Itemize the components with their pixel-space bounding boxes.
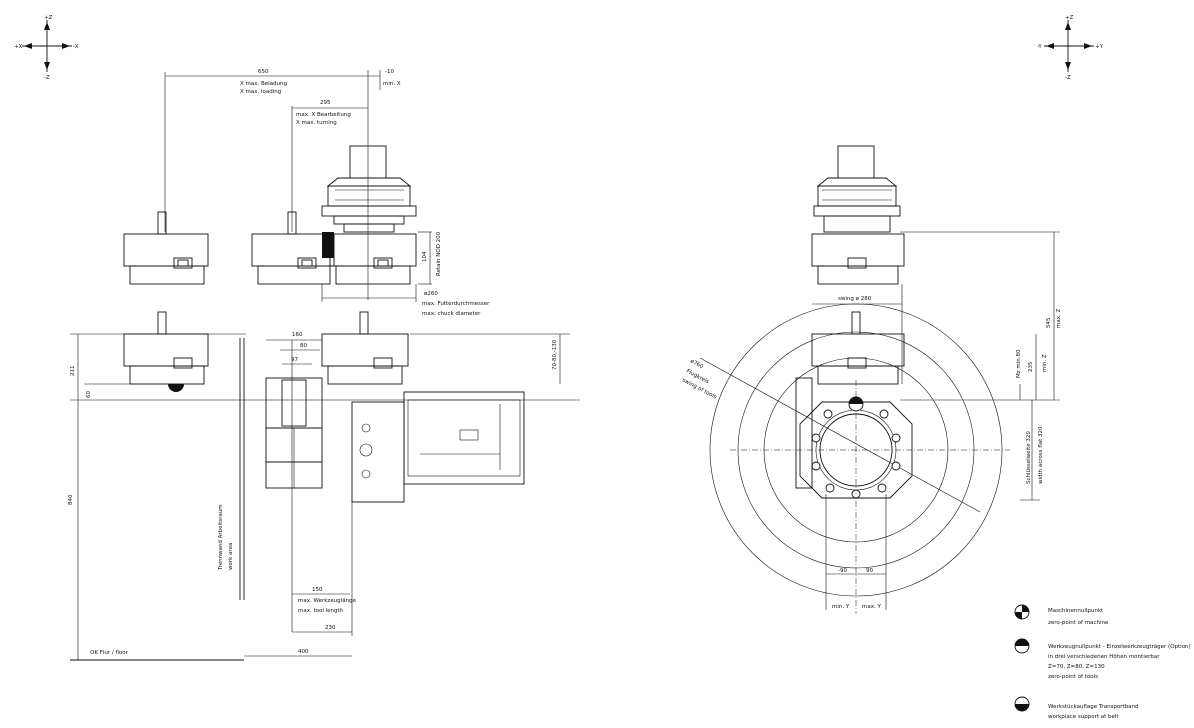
dim-97: 97 bbox=[291, 357, 298, 363]
chuck-de: max. Futterdurchmesser bbox=[422, 301, 490, 307]
tool-zero-symbol bbox=[1014, 638, 1030, 654]
axis-cross-left: +Z -Z +X -X bbox=[14, 15, 79, 81]
work-area-en: work area bbox=[228, 543, 234, 570]
tool-len-de: max. Werkzeuglänge bbox=[298, 598, 357, 604]
legend: Maschinennullpunkt zero-point of machine… bbox=[1014, 604, 1191, 720]
width-de: Schlüsselweite 320 bbox=[1026, 431, 1032, 484]
dim-400: 400 bbox=[298, 649, 309, 655]
chuck-en: max. chuck diameter bbox=[422, 311, 481, 317]
axis-right-down: -Z bbox=[1065, 75, 1071, 81]
min-z: min. Z bbox=[1042, 354, 1048, 372]
dim-minus10: -10 bbox=[385, 69, 394, 75]
dim-211: 211 bbox=[70, 366, 76, 377]
dim-295: 295 bbox=[320, 100, 331, 106]
axis-left-left: +X bbox=[14, 44, 23, 50]
dim-650: 650 bbox=[258, 69, 269, 75]
axis-left-right: -X bbox=[73, 44, 79, 50]
legend-2-de: Werkzeugnullpunkt - Einzelwerkzeugträger… bbox=[1048, 644, 1191, 650]
dim-160: 160 bbox=[292, 332, 303, 338]
width-en: width across flat 320 bbox=[1038, 426, 1044, 484]
work-area-de: Trennwand Arbeitsraum bbox=[218, 504, 224, 571]
max-y: max. Y bbox=[862, 604, 881, 610]
axis-right-left: -Y bbox=[1037, 44, 1042, 50]
workpiece-support-symbol bbox=[1014, 696, 1030, 712]
floor-label: OK Flur / floor bbox=[90, 650, 129, 656]
machine-zero-symbol bbox=[1014, 604, 1030, 620]
dim-760: ø760 bbox=[689, 358, 704, 370]
legend-3-de: Werkstückauflage Transportband bbox=[1048, 704, 1139, 710]
swing-280: swing ø 280 bbox=[838, 296, 872, 302]
left-view: 650 X max. Beladung X max. loading -10 m… bbox=[68, 69, 580, 661]
dim-80: 80 bbox=[300, 343, 307, 349]
dim-150: 150 bbox=[312, 587, 323, 593]
legend-1-en: zero-point of machine bbox=[1048, 620, 1109, 626]
legend-2-en: zero-point of tools bbox=[1048, 674, 1098, 680]
x-max-loading-de: X max. Beladung bbox=[240, 81, 287, 87]
axis-right-up: +Z bbox=[1065, 15, 1074, 21]
min-x: min. X bbox=[383, 81, 401, 87]
legend-2-line2: in drei verschiedenen Höhen montierbar bbox=[1048, 654, 1160, 660]
legend-2-line3: Z=70, Z=80, Z=130 bbox=[1048, 664, 1105, 670]
min-y: min. Y bbox=[832, 604, 850, 610]
legend-1-de: Maschinennullpunkt bbox=[1048, 608, 1104, 614]
dim-104: 104 bbox=[422, 251, 428, 262]
dim-260: ø260 bbox=[424, 291, 438, 297]
right-view: swing ø 280 ø760 bbox=[681, 145, 1062, 614]
legend-3-en: workplace support at belt bbox=[1048, 714, 1119, 720]
max-x-turning-de: max. X Bearbeitung bbox=[296, 112, 351, 118]
dim-230: 230 bbox=[325, 625, 336, 631]
dim-minus90: -90 bbox=[838, 568, 847, 574]
dim-60: 60 bbox=[86, 391, 92, 398]
axis-cross-right: +Z -Z -Y +Y bbox=[1037, 15, 1104, 81]
retain-nod: Retain NOD 200 bbox=[436, 231, 442, 276]
x-max-loading-en: X max. loading bbox=[240, 89, 281, 95]
axis-right-right: +Y bbox=[1095, 44, 1104, 50]
mz-min: Mz min.80 bbox=[1016, 349, 1022, 378]
dim-90: 90 bbox=[866, 568, 873, 574]
dim-840: 840 bbox=[68, 494, 74, 505]
max-x-turning-en: X max. turning bbox=[296, 120, 337, 126]
dim-235: 235 bbox=[1028, 361, 1034, 372]
max-z: max. Z bbox=[1056, 309, 1062, 328]
axis-left-up: +Z bbox=[44, 15, 53, 21]
tool-len-en: max. tool length bbox=[298, 608, 344, 614]
dim-70: 70-80,-130 bbox=[552, 339, 558, 370]
dim-545: 545 bbox=[1046, 317, 1052, 328]
axis-left-down: -Z bbox=[44, 75, 50, 81]
